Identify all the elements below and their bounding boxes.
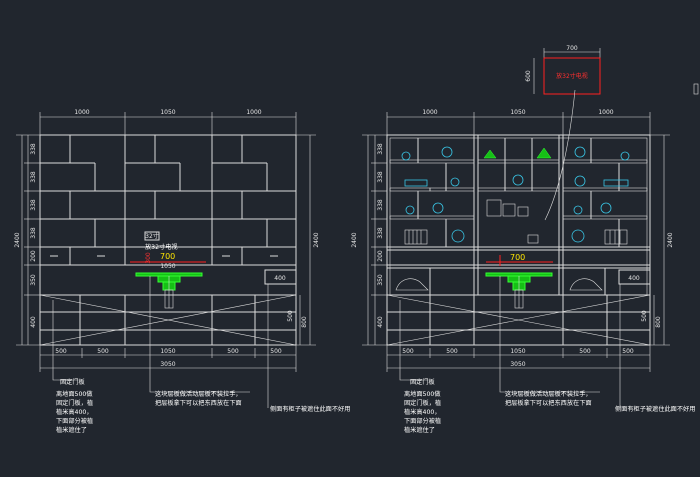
right-side-dim-3: 338 <box>377 199 384 211</box>
left-right-box <box>264 269 297 285</box>
right-shelf-pattern <box>389 138 648 295</box>
right-note-line-3: 植米高400， <box>404 408 441 416</box>
left-tv-note: 放32寸电视 <box>145 243 178 251</box>
right-note-center-1: 这块层板做活动层板不装拉手， <box>505 390 592 398</box>
right-tv-width: 700 <box>510 253 525 262</box>
right-tv-stand <box>485 272 553 309</box>
left-right-dim-800: 800 <box>301 316 308 328</box>
left-tv-box-label: 32寸 <box>145 232 159 240</box>
right-total-width: 3050 <box>510 361 525 368</box>
right-side-dim-7: 400 <box>377 316 384 328</box>
left-note-line-3: 植米高400， <box>56 408 93 416</box>
left-side-dim-3: 338 <box>30 199 37 211</box>
left-note-line-1: 离地面500做 <box>56 390 93 398</box>
right-note-center-2: 把层板拿下可以把东西放在下面 <box>505 399 592 407</box>
right-note-line-4: 下面部分被植 <box>404 417 441 425</box>
right-bottom-dim-4: 500 <box>579 348 591 355</box>
left-bottom-dim-1: 500 <box>55 348 67 355</box>
right-note-line-2: 固定门板，植 <box>404 399 441 407</box>
right-total-height: 2400 <box>351 232 358 247</box>
right-bottom-dim-3: 1050 <box>510 348 525 355</box>
right-cabinet-frame <box>386 134 651 346</box>
left-side-dim-4: 338 <box>30 227 37 239</box>
left-note-center-1: 这块层板做活动层板不装拉手， <box>155 390 242 398</box>
left-shelf-pattern <box>40 135 296 265</box>
right-note-line-5: 植米遮住了 <box>404 426 435 434</box>
right-side-dim-4: 338 <box>377 227 384 239</box>
left-tv-width-sub: 1050 <box>160 263 175 270</box>
left-bottom-dim-4: 500 <box>227 348 239 355</box>
left-elevation: 1000 1050 1000 2400 338 338 338 338 200 … <box>14 109 350 434</box>
left-tv-width: 700 <box>160 252 175 261</box>
right-decor-objects <box>395 146 630 291</box>
right-bottom-dimension: 500 500 1050 500 500 3050 <box>386 345 651 372</box>
left-right-dimension: 2400 800 500 <box>287 134 320 346</box>
left-note-line-5: 植米遮住了 <box>56 426 87 434</box>
right-side-dim-1: 338 <box>377 143 384 155</box>
right-callout-width: 700 <box>566 45 578 52</box>
right-note-fixed-door: 固定门板 <box>410 378 435 386</box>
left-side-dim-6: 350 <box>30 274 37 286</box>
left-bottom-dim-3: 1050 <box>160 348 175 355</box>
right-callout-height: 600 <box>525 70 532 82</box>
left-top-dim-3: 1000 <box>246 109 261 116</box>
left-tv-height: 300 <box>145 252 152 264</box>
right-right-box-label: 400 <box>628 275 640 282</box>
right-top-dim-1: 1000 <box>422 109 437 116</box>
left-total-width: 3050 <box>160 361 175 368</box>
left-total-height: 2400 <box>14 232 21 247</box>
right-side-dimension: 2400 338 338 338 338 200 350 400 <box>351 134 387 346</box>
right-top-dim-3: 1000 <box>598 109 613 116</box>
right-callout-label: 放32寸电视 <box>556 72 588 80</box>
right-top-dim-2: 1050 <box>510 109 525 116</box>
right-side-dim-2: 338 <box>377 171 384 183</box>
right-bottom-dim-5: 500 <box>622 348 634 355</box>
right-elevation: 700 600 放32寸电视 1000 1050 1000 <box>351 45 699 434</box>
left-notes: 固定门板 离地面500做 固定门板，植 植米高400， 下面部分被植 植米遮住了… <box>52 276 350 434</box>
right-side-dim-6: 350 <box>377 274 384 286</box>
left-bottom-dimension: 500 500 1050 500 500 3050 <box>39 345 297 372</box>
right-right-dimension: 2400 800 500 <box>641 134 674 346</box>
right-notes: 固定门板 离地面500做 固定门板，植 植米高400， 下面部分被植 植米遮住了… <box>399 276 695 434</box>
right-lower-panels <box>386 294 651 346</box>
left-note-right: 侧面有柜子被遮住此面不好用 <box>270 405 350 413</box>
left-cabinet-frame <box>39 134 297 346</box>
right-note-right: 侧面有柜子被遮住此面不好用 <box>615 405 695 413</box>
right-side-dim-5: 200 <box>377 250 384 262</box>
right-note-line-1: 离地面500做 <box>404 390 441 398</box>
left-side-dim-5: 200 <box>30 250 37 262</box>
left-side-dim-7: 400 <box>30 316 37 328</box>
left-bottom-dim-2: 500 <box>97 348 109 355</box>
left-top-dim-2: 1050 <box>160 109 175 116</box>
left-note-fixed-door: 固定门板 <box>60 378 85 386</box>
left-right-box-label: 400 <box>274 275 286 282</box>
left-tv-box <box>144 231 160 241</box>
left-side-dimension: 2400 338 338 338 338 200 350 400 <box>14 134 40 346</box>
right-bottom-dim-2: 500 <box>446 348 458 355</box>
left-lower-panels <box>39 294 297 346</box>
right-top-dimension: 1000 1050 1000 <box>386 109 651 135</box>
left-side-dim-2: 338 <box>30 171 37 183</box>
left-right-dim-500: 500 <box>287 310 294 322</box>
right-tv-callout: 700 600 放32寸电视 <box>525 45 699 221</box>
left-bottom-dim-5: 500 <box>270 348 282 355</box>
left-note-line-4: 下面部分被植 <box>56 417 93 425</box>
right-callout-box <box>543 57 601 95</box>
left-side-dim-1: 338 <box>30 143 37 155</box>
left-top-dimension: 1000 1050 1000 <box>39 109 297 135</box>
right-right-dim-500: 500 <box>641 310 648 322</box>
right-bottom-dim-1: 500 <box>402 348 414 355</box>
left-note-line-2: 固定门板，植 <box>56 399 93 407</box>
right-right-box <box>618 269 651 285</box>
left-right-total-height: 2400 <box>313 232 320 247</box>
left-tv-stand <box>135 272 203 309</box>
left-top-dim-1: 1000 <box>74 109 89 116</box>
right-right-dim-800: 800 <box>655 316 662 328</box>
right-right-total-height: 2400 <box>667 232 674 247</box>
left-note-center-2: 把层板拿下可以把东西放在下面 <box>155 399 242 407</box>
